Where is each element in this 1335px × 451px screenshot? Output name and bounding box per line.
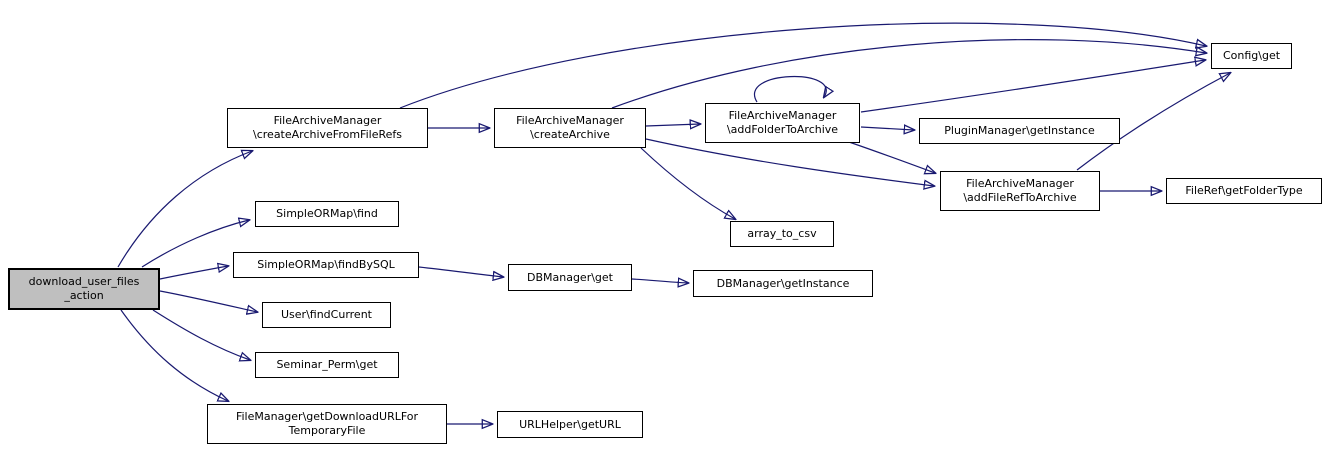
node-filearchivemanager-createarchivefromfilerefs[interactable]: FileArchiveManager \createArchiveFromFil… xyxy=(227,108,428,148)
edge-createarchive-to-config-get xyxy=(611,39,1206,109)
edge-createarchive-to-arraytocsv xyxy=(640,147,735,219)
node-pluginmanager-getinstance[interactable]: PluginManager\getInstance xyxy=(919,118,1120,144)
edge-createarchive-to-addfilereftoarchive xyxy=(645,138,934,186)
edge-download-to-filemanager-getdownloadurl xyxy=(120,309,228,401)
edge-addfoldertoarchive-to-addfilereftoarchive xyxy=(848,141,935,173)
edge-findbysql-to-dbmanager-get xyxy=(418,266,503,277)
node-config-get[interactable]: Config\get xyxy=(1211,43,1292,69)
edge-dbmanagerget-to-dbmanager-getinstance xyxy=(631,279,688,283)
edge-addfoldertoarchive-to-pluginmanager-getinstance xyxy=(860,127,914,130)
edge-download-to-simpleormap-find xyxy=(141,220,249,268)
node-fileref-getfoldertype[interactable]: FileRef\getFolderType xyxy=(1166,178,1322,204)
node-download-user-files-action[interactable]: download_user_files _action xyxy=(8,268,160,310)
edge-createarchive-to-addfoldertoarchive xyxy=(645,124,700,126)
node-seminarperm-get[interactable]: Seminar_Perm\get xyxy=(255,352,399,378)
node-simpleormap-findbysql[interactable]: SimpleORMap\findBySQL xyxy=(233,252,419,278)
edge-download-to-simpleormap-findbysql xyxy=(159,266,228,280)
node-urlhelper-geturl[interactable]: URLHelper\getURL xyxy=(497,411,643,438)
edge-createarchivefromfilerefs-to-config-get xyxy=(399,22,1206,109)
node-array-to-csv[interactable]: array_to_csv xyxy=(730,221,834,247)
edge-addfoldertoarchive-to-config-get xyxy=(860,60,1205,113)
edge-addfilereftoarchive-to-config-get xyxy=(1076,73,1230,171)
node-dbmanager-get[interactable]: DBManager\get xyxy=(508,264,632,291)
node-dbmanager-getinstance[interactable]: DBManager\getInstance xyxy=(693,270,873,297)
node-filearchivemanager-addfilereftoarchive[interactable]: FileArchiveManager \addFileRefToArchive xyxy=(940,171,1100,211)
edge-download-to-user-findcurrent xyxy=(159,290,257,312)
node-user-findcurrent[interactable]: User\findCurrent xyxy=(262,302,391,328)
edge-addfoldertoarchive-self-loop xyxy=(753,76,826,103)
node-simpleormap-find[interactable]: SimpleORMap\find xyxy=(255,201,399,227)
node-filemanager-getdownloadurlfortemporaryfile[interactable]: FileManager\getDownloadURLFor TemporaryF… xyxy=(207,404,447,444)
edge-download-to-seminarperm-get xyxy=(152,309,250,360)
edge-download-to-createarchivefromfilerefs xyxy=(117,151,252,268)
node-filearchivemanager-addfoldertoarchive[interactable]: FileArchiveManager \addFolderToArchive xyxy=(705,103,860,143)
node-filearchivemanager-createarchive[interactable]: FileArchiveManager \createArchive xyxy=(494,108,646,148)
